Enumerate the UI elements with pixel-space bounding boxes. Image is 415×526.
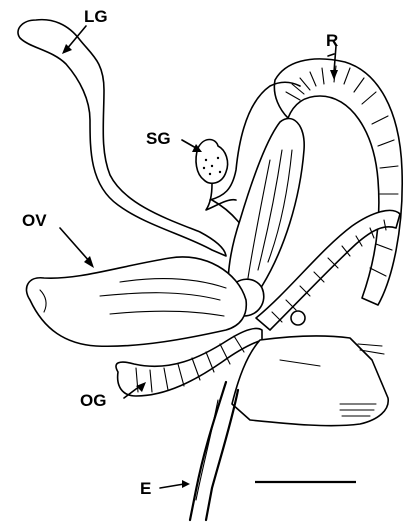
label-r: R bbox=[326, 31, 338, 50]
base-tissue bbox=[232, 336, 388, 426]
esophagus-inner bbox=[196, 400, 218, 500]
label-e: E bbox=[140, 479, 151, 498]
label-og: OG bbox=[80, 391, 106, 410]
small-ring bbox=[291, 311, 305, 325]
ovary-outline bbox=[26, 257, 246, 346]
esophagus-outline-2 bbox=[206, 390, 238, 520]
small-gland-outline bbox=[196, 140, 228, 184]
esophagus-outline bbox=[190, 382, 226, 520]
large-gland-outline bbox=[18, 20, 226, 256]
label-ov: OV bbox=[22, 211, 47, 230]
label-lg: LG bbox=[84, 7, 108, 26]
label-sg: SG bbox=[146, 129, 171, 148]
